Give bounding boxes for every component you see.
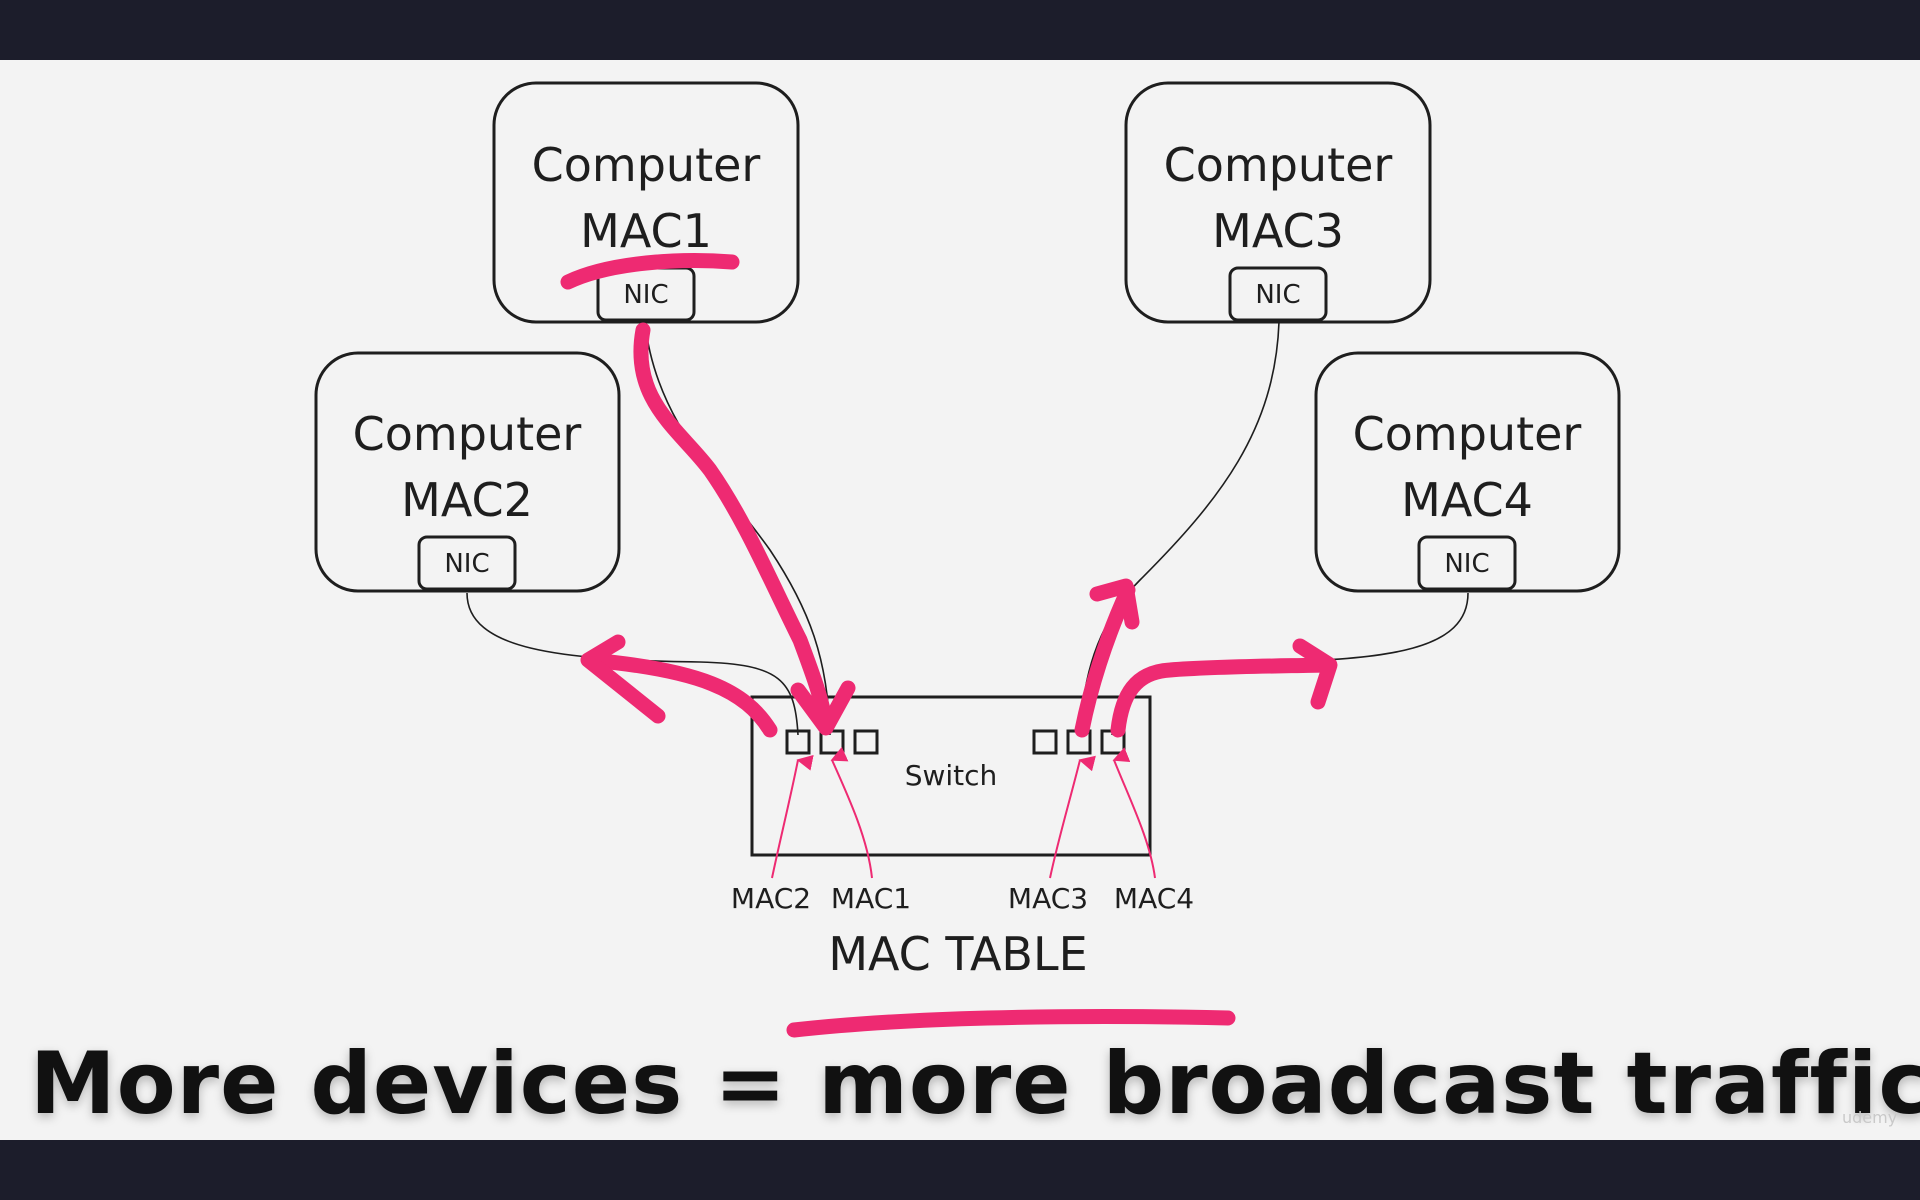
computer-mac3: Computer MAC3 NIC (1124, 81, 1432, 324)
computer-mac-label: MAC1 (580, 204, 712, 258)
bottom-letterbox (0, 1140, 1920, 1200)
underline-mac-table (786, 1009, 1236, 1038)
arrow-mac1-to-switch-shaft (633, 322, 834, 733)
annotations (560, 253, 1338, 1038)
watermark-logo: udemy (1842, 1108, 1898, 1127)
arrow-to-mac2-head (580, 634, 666, 724)
arrow-to-mac4-shaft (1110, 657, 1334, 738)
computer-mac4: Computer MAC4 NIC (1314, 351, 1621, 593)
pointer-mac4 (1112, 747, 1156, 879)
switch-label: Switch (905, 759, 998, 792)
nic-label: NIC (1444, 549, 1489, 579)
arrow-mac1-to-switch-head (790, 680, 856, 736)
cable-mac1 (644, 321, 831, 736)
mac-table-title: MAC TABLE (828, 927, 1087, 981)
diagram-canvas (0, 60, 1920, 1140)
computer-mac1: Computer MAC1 NIC (492, 81, 800, 324)
switch-port (1032, 729, 1058, 755)
arrow-to-mac2-shaft (582, 652, 778, 738)
nic-box (1228, 266, 1328, 322)
mac-table-entry: MAC1 (831, 882, 911, 915)
underline-mac1 (560, 253, 740, 290)
nic-box (417, 535, 517, 591)
switch-box (750, 695, 1152, 857)
mac-table-entry: MAC4 (1114, 882, 1194, 915)
nic-label: NIC (623, 280, 668, 310)
computer-title: Computer (1164, 138, 1393, 192)
computer-title: Computer (353, 407, 582, 461)
mac-table-pointers (771, 746, 1156, 879)
computer-mac2: Computer MAC2 NIC (314, 351, 621, 593)
computer-mac-label: MAC4 (1401, 473, 1533, 527)
nic-label: NIC (1255, 280, 1300, 310)
arrow-to-mac3-head (1089, 578, 1140, 630)
switch-port (853, 729, 879, 755)
computer-mac-label: MAC2 (401, 473, 533, 527)
nic-label: NIC (444, 549, 489, 579)
mac-table-entry: MAC3 (1008, 882, 1088, 915)
cable-mac2 (466, 592, 799, 736)
pointer-mac1 (830, 746, 873, 879)
arrow-to-mac4-head (1292, 638, 1338, 710)
computer-mac-label: MAC3 (1212, 204, 1344, 258)
pointer-mac2 (771, 754, 814, 879)
mac-table-entry: MAC2 (731, 882, 811, 915)
caption: More devices = more broadcast traffic (30, 1034, 1920, 1134)
nic-box (1417, 535, 1517, 591)
computer-title: Computer (532, 138, 761, 192)
arrow-to-mac3-shaft (1074, 582, 1136, 738)
switch: Switch (750, 695, 1152, 857)
top-letterbox (0, 0, 1920, 60)
switch-port (785, 729, 811, 755)
computer-title: Computer (1353, 407, 1582, 461)
pointer-mac3 (1049, 755, 1096, 879)
